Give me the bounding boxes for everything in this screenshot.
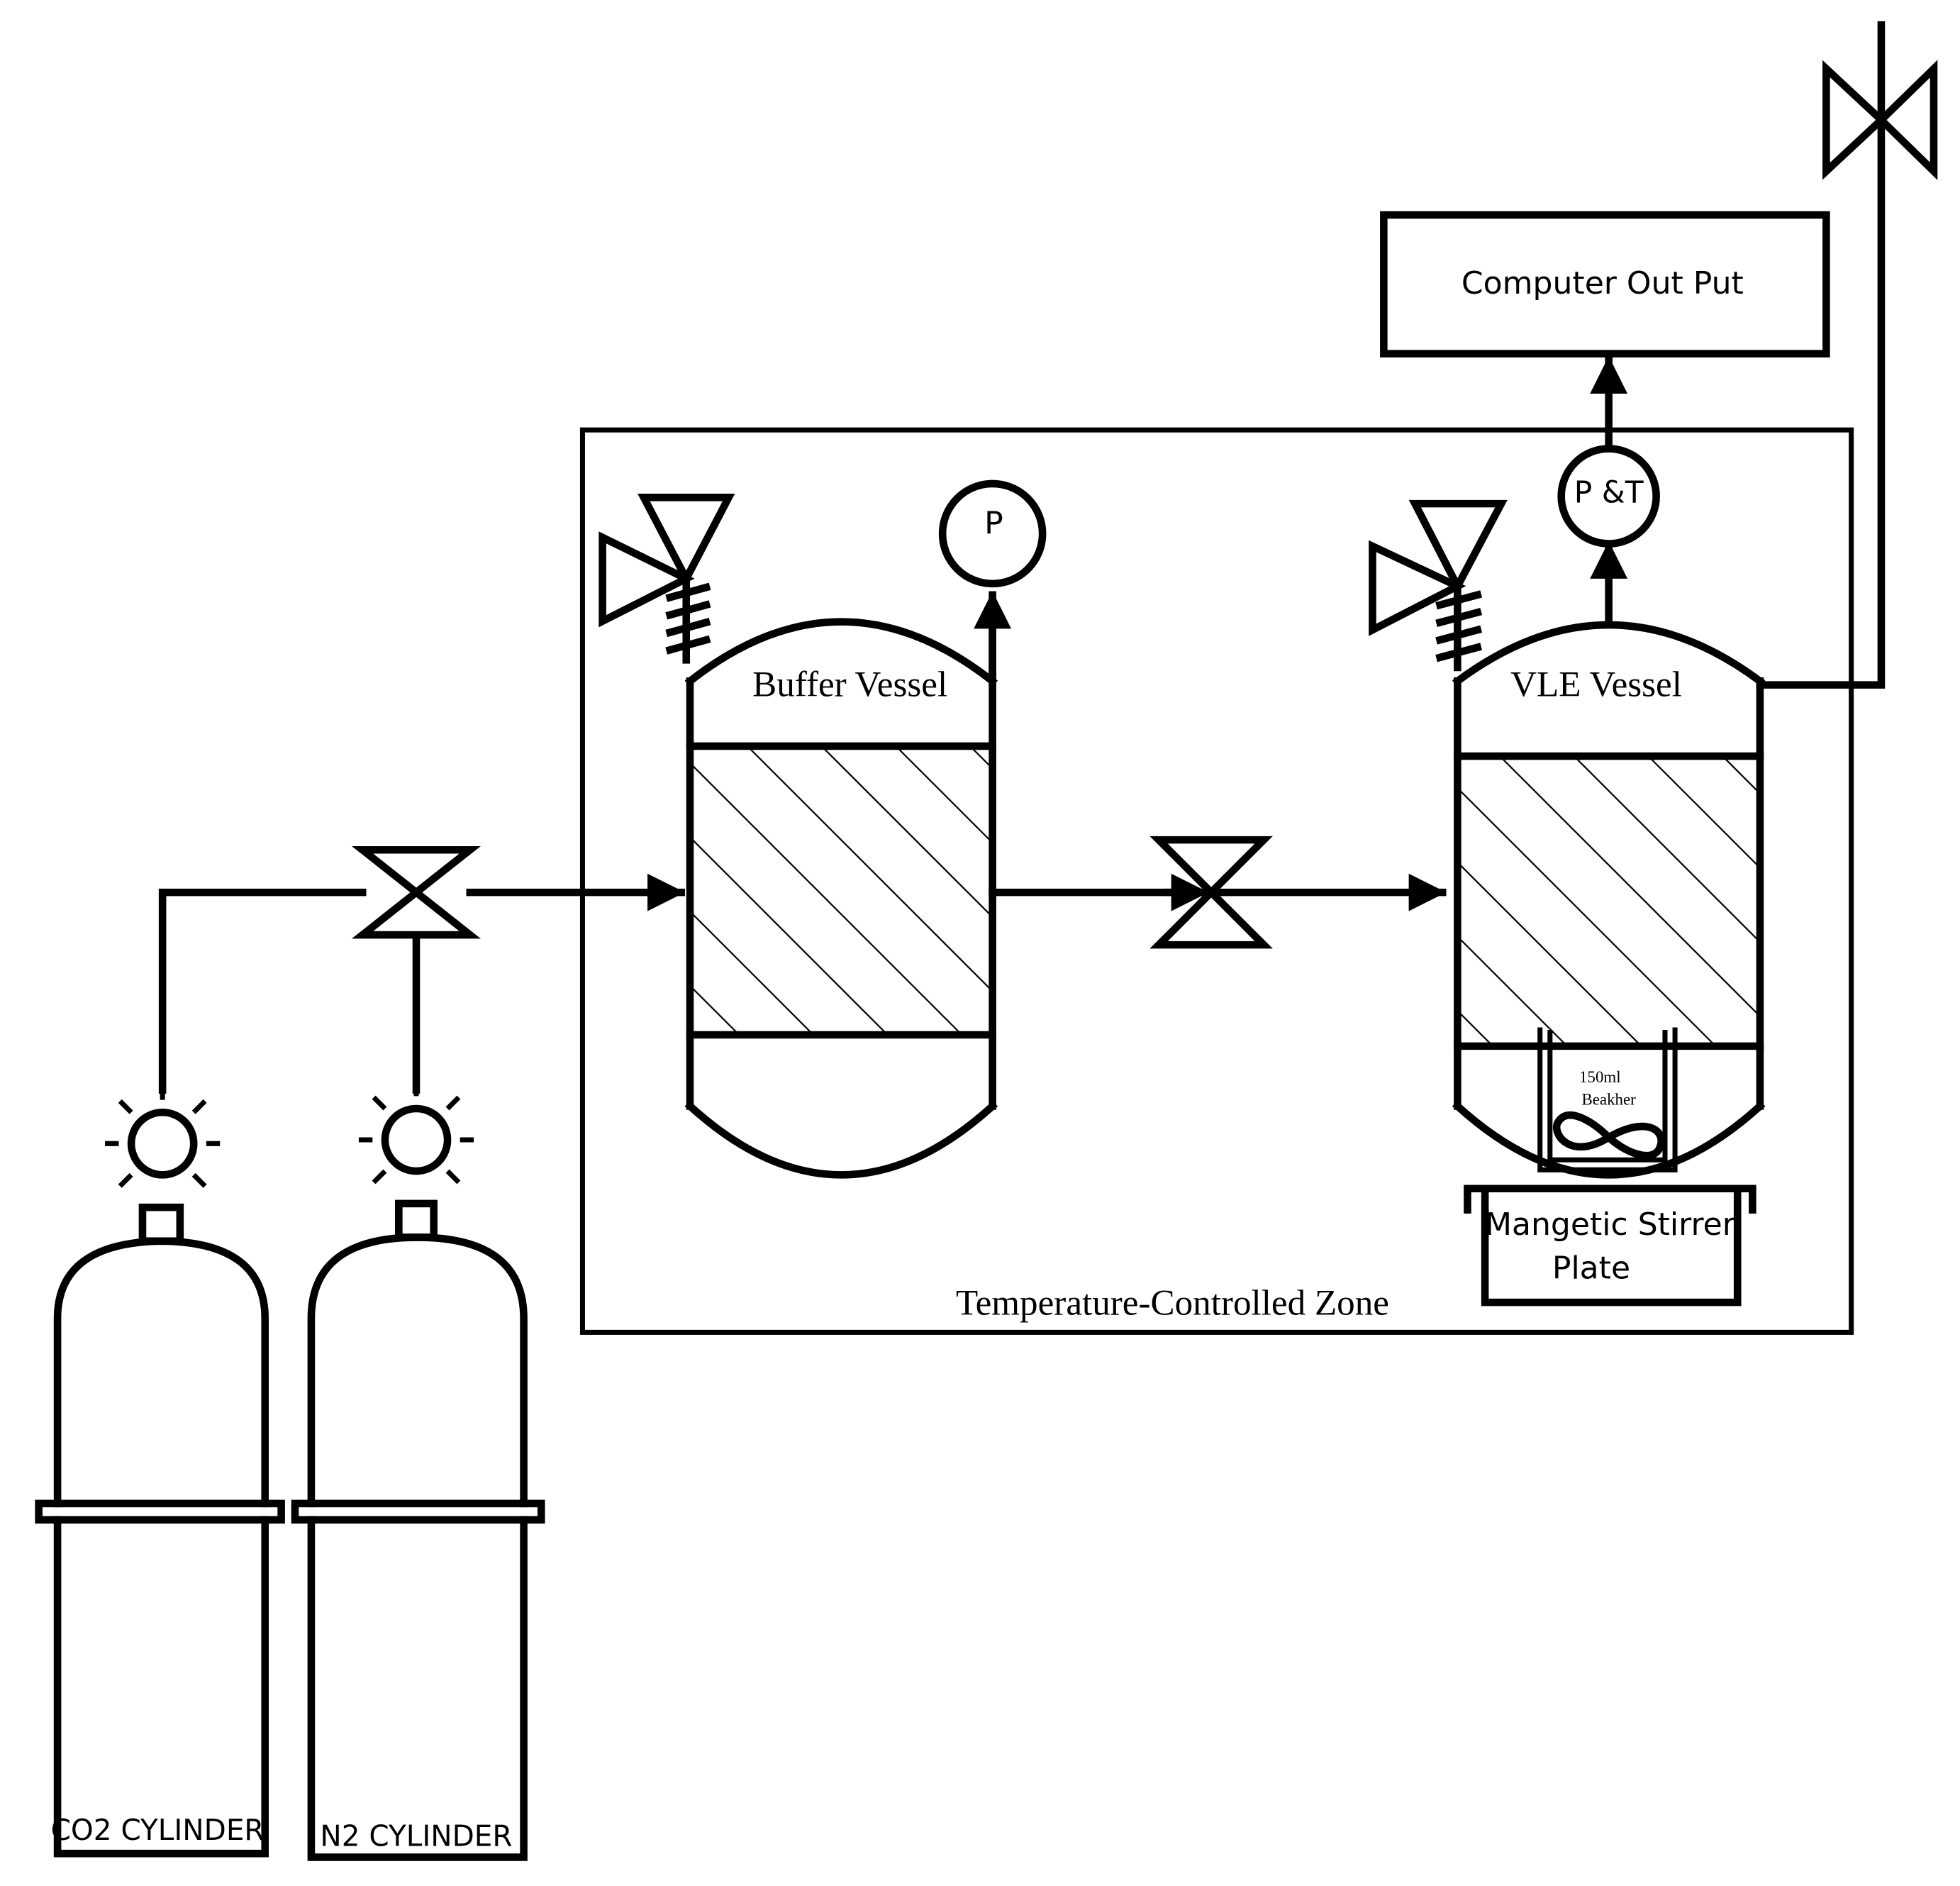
middle-valve-icon (1149, 836, 1273, 949)
computer-output-box (1380, 211, 1830, 357)
vle-vessel (1452, 621, 1766, 1179)
pressure-gauge-icon (938, 479, 1047, 588)
co2-regulator-icon (105, 1089, 221, 1188)
co2-cylinder (35, 1203, 285, 1858)
vent-valve-icon (1822, 60, 1938, 180)
stirrer-plate-label-2: Plate (1552, 1250, 1630, 1287)
co2-feed-line (158, 888, 367, 1094)
beaker-label-name: Beakher (1581, 1091, 1636, 1109)
n2-cylinder-label: N2 CYLINDER (320, 1819, 512, 1853)
co2-cylinder-label: CO2 CYLINDER (51, 1813, 265, 1847)
n2-cylinder (291, 1199, 545, 1861)
pressure-gauge-label: P (984, 505, 1003, 541)
beaker-icon (1537, 1027, 1678, 1172)
vent-line (1756, 21, 1886, 689)
inlet-valve-icon (351, 845, 481, 939)
stirrer-plate (1464, 1185, 1756, 1307)
vle-vessel-label: VLE Vessel (1510, 664, 1682, 704)
stirrer-plate-label-1: Mangetic Stirrer (1485, 1207, 1736, 1243)
temperature-zone-box (579, 427, 1854, 1335)
beaker-label-volume: 150ml (1579, 1068, 1621, 1086)
zone-label: Temperature-Controlled Zone (956, 1283, 1389, 1324)
computer-output-label: Computer Out Put (1461, 265, 1744, 301)
buffer-vessel-label: Buffer Vessel (752, 664, 947, 704)
pt-sensor-label: P &T (1574, 475, 1644, 509)
n2-regulator-icon (358, 1086, 474, 1185)
vle-relief-valve-icon (1369, 499, 1508, 672)
buffer-vessel (684, 618, 998, 1179)
buffer-relief-valve-icon (598, 494, 735, 664)
